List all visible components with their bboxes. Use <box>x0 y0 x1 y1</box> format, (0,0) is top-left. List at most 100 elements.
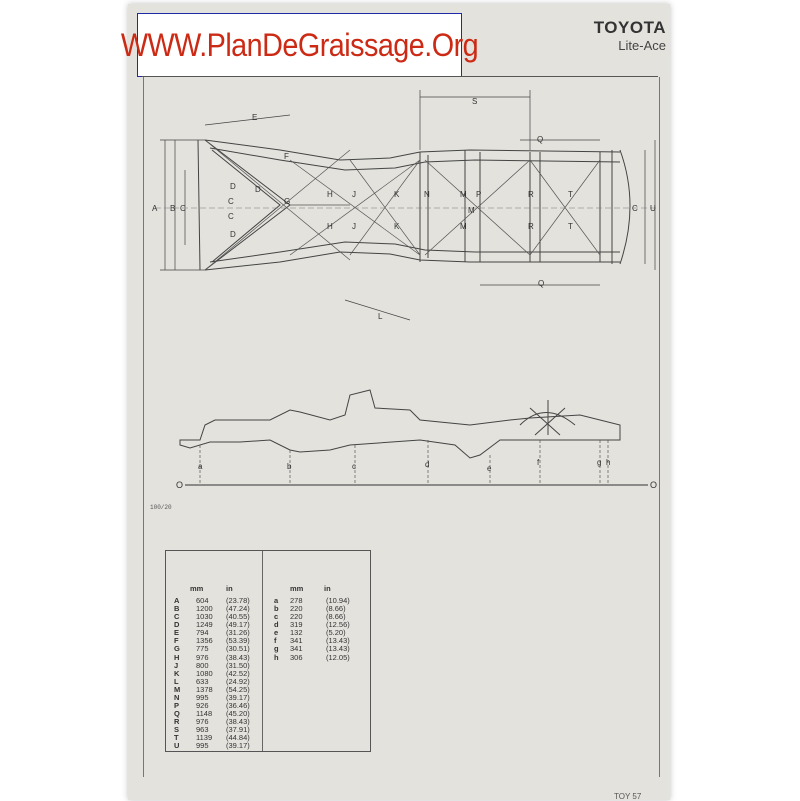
row-in: (42.52) <box>226 668 250 678</box>
row-mm: 1378 <box>196 684 213 694</box>
label-E: E <box>252 113 258 122</box>
label-S: S <box>472 97 478 106</box>
label-A: A <box>152 204 158 213</box>
header-mm-right: mm <box>290 584 304 593</box>
row-key: R <box>174 717 180 727</box>
label-Q2: Q <box>538 279 545 288</box>
row-key: Q <box>174 709 180 719</box>
row-key: f <box>274 636 277 646</box>
table-row: F 1356 (53.39) <box>174 637 260 645</box>
row-in: (23.78) <box>226 596 250 605</box>
label-L: L <box>378 312 383 321</box>
right-frame-rail <box>204 251 620 271</box>
row-in: (8.66) <box>326 612 346 622</box>
row-key: J <box>174 660 179 670</box>
label-b: b <box>287 462 292 471</box>
label-Q: Q <box>537 135 544 144</box>
row-mm: 775 <box>196 644 209 654</box>
row-in: (5.20) <box>326 628 346 638</box>
table-row: K 1080 (42.52) <box>174 668 260 678</box>
row-mm: 1139 <box>196 733 213 743</box>
label-a: a <box>198 462 203 471</box>
label-M3: M <box>468 206 475 215</box>
row-in: (45.20) <box>226 709 250 719</box>
row-key: e <box>274 628 279 638</box>
row-mm: 976 <box>196 652 209 662</box>
row-mm: 341 <box>290 644 303 654</box>
row-in: (13.43) <box>326 636 350 646</box>
label-C: C <box>180 204 186 213</box>
row-mm: 995 <box>196 741 209 751</box>
datum-label-right: O <box>650 480 658 490</box>
table-row: e 132 (5.20) <box>274 629 364 637</box>
watermark-text: WWW.PlanDeGraissage.Org <box>120 26 479 63</box>
label-P: P <box>476 190 482 199</box>
left-frame-rail <box>204 139 621 161</box>
row-mm: 926 <box>196 701 209 711</box>
header-rule <box>142 76 658 77</box>
row-key: G <box>174 644 180 654</box>
label-M2: M <box>460 222 467 231</box>
row-key: D <box>174 620 180 630</box>
label-J2: J <box>352 222 356 231</box>
table-row: H 976 (38.43) <box>174 652 260 662</box>
row-in: (38.43) <box>226 652 250 662</box>
label-c: c <box>352 462 356 471</box>
row-mm: 794 <box>196 628 209 638</box>
row-in: (53.39) <box>226 636 250 646</box>
row-in: (31.26) <box>226 628 250 638</box>
row-in: (24.92) <box>226 676 250 686</box>
row-mm: 306 <box>290 652 303 662</box>
row-key: N <box>174 692 180 702</box>
row-key: K <box>174 668 180 678</box>
side-frame <box>179 389 621 459</box>
table-divider <box>262 551 263 751</box>
row-mm: 976 <box>196 717 209 727</box>
row-key: E <box>174 628 180 638</box>
label-N: N <box>424 190 430 199</box>
row-mm: 1080 <box>196 668 213 678</box>
row-mm: 963 <box>196 725 209 735</box>
row-mm: 132 <box>290 628 303 638</box>
drawing-code: 100/20 <box>150 504 172 511</box>
row-mm: 1356 <box>196 636 213 646</box>
right-frame-rail-inner <box>209 241 620 263</box>
row-mm: 604 <box>196 596 209 605</box>
row-key: A <box>174 596 180 605</box>
row-in: (54.25) <box>226 684 250 694</box>
header-in-right: in <box>324 584 331 593</box>
header-mm-left: mm <box>190 584 204 593</box>
watermark-banner: WWW.PlanDeGraissage.Org <box>121 13 479 77</box>
row-mm: 1249 <box>196 620 213 630</box>
row-key: a <box>274 596 279 605</box>
row-in: (10.94) <box>326 596 350 605</box>
table-row: a 278 (10.94) <box>274 596 364 605</box>
row-mm: 1200 <box>196 604 213 614</box>
label-D: D <box>230 182 236 191</box>
label-h: h <box>606 458 611 467</box>
row-mm: 278 <box>290 596 303 605</box>
table-row: A 604 (23.78) <box>174 596 260 605</box>
row-key: F <box>174 636 179 646</box>
row-key: B <box>174 604 180 614</box>
row-in: (13.43) <box>326 644 350 654</box>
row-in: (12.05) <box>326 652 350 662</box>
row-key: H <box>174 652 180 662</box>
row-in: (47.24) <box>226 604 250 614</box>
table-row: E 794 (31.26) <box>174 629 260 637</box>
label-C4: C <box>632 204 638 213</box>
row-in: (39.17) <box>226 741 250 751</box>
row-key: L <box>174 676 179 686</box>
label-H2: H <box>327 222 333 231</box>
header-in-left: in <box>226 584 233 593</box>
